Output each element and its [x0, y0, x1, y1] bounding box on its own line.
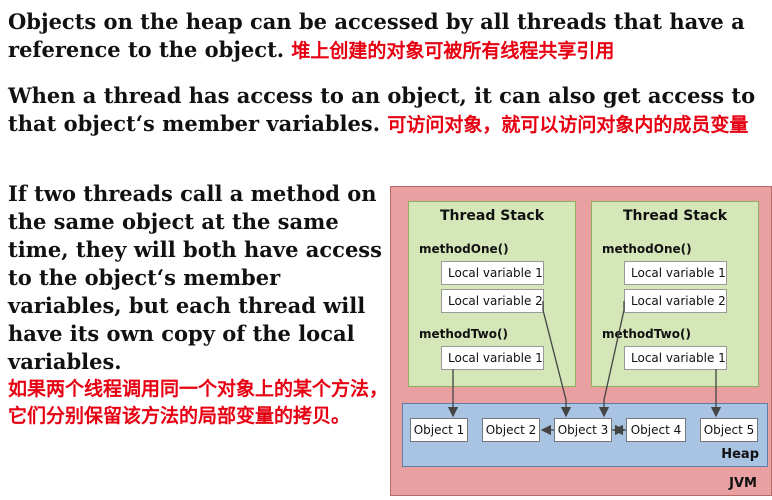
- jvm-label: JVM: [729, 476, 757, 491]
- thread-stack-1-title: Thread Stack: [439, 208, 545, 224]
- thread-stack-1-m2-local-var-1: Local variable 1: [441, 346, 544, 370]
- paragraph-two-threads-cn: 如果两个线程调用同一个对象上的某个方法，它们分别保留该方法的局部变量的拷贝。: [8, 378, 389, 427]
- thread-stack-2-local-var-1: Local variable 1: [624, 261, 727, 285]
- thread-stack-2-method-two: methodTwo(): [602, 327, 691, 341]
- heap-object-4: Object 4: [626, 418, 686, 442]
- heap-label: Heap: [721, 447, 759, 462]
- heap-object-2: Object 2: [482, 418, 540, 442]
- paragraph-two-threads: If two threads call a method on the same…: [8, 180, 388, 430]
- paragraph-member-access: When a thread has access to an object, i…: [8, 82, 768, 139]
- heap-object-1: Object 1: [410, 418, 468, 442]
- paragraph-heap-access: Objects on the heap can be accessed by a…: [8, 8, 768, 65]
- paragraph-two-threads-en: If two threads call a method on the same…: [8, 181, 382, 374]
- paragraph-heap-access-cn: 堆上创建的对象可被所有线程共享引用: [291, 40, 615, 62]
- thread-stack-2-local-var-2: Local variable 2: [624, 289, 727, 313]
- thread-stack-1-local-var-1: Local variable 1: [441, 261, 544, 285]
- paragraph-member-access-cn: 可访问对象，就可以访问对象内的成员变量: [387, 114, 749, 136]
- heap-object-5: Object 5: [700, 418, 758, 442]
- heap-object-3: Object 3: [554, 418, 612, 442]
- paragraph-heap-access-en: Objects on the heap can be accessed by a…: [8, 9, 745, 62]
- thread-stack-2-method-one: methodOne(): [602, 242, 692, 256]
- thread-stack-2-title: Thread Stack: [622, 208, 728, 224]
- thread-stack-2: Thread Stack methodOne() Local variable …: [591, 201, 759, 387]
- thread-stack-2-m2-local-var-1: Local variable 1: [624, 346, 727, 370]
- thread-stack-1-local-var-2: Local variable 2: [441, 289, 544, 313]
- thread-stack-1: Thread Stack methodOne() Local variable …: [408, 201, 576, 387]
- thread-stack-1-method-two: methodTwo(): [419, 327, 508, 341]
- paragraph-member-access-en: When a thread has access to an object, i…: [8, 83, 756, 136]
- thread-stack-1-method-one: methodOne(): [419, 242, 509, 256]
